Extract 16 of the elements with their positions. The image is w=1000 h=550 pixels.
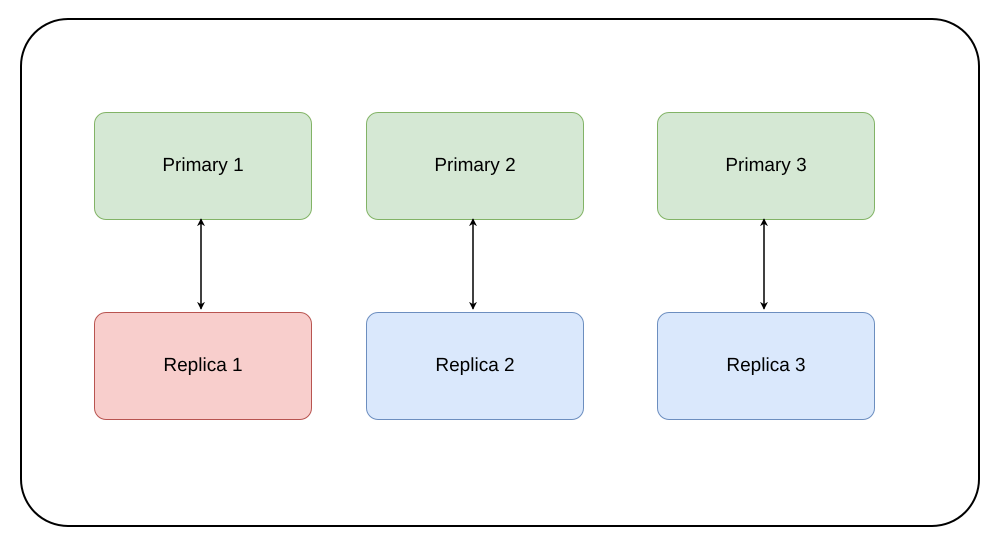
- node-box: [657, 312, 875, 420]
- container-box: [20, 18, 980, 527]
- node-label: Primary 1: [162, 154, 244, 178]
- node-label: Primary 3: [725, 154, 807, 178]
- node-box: [657, 112, 875, 220]
- node-box: [94, 112, 312, 220]
- arrow: [760, 218, 768, 310]
- node-label: Replica 2: [435, 354, 515, 378]
- node-box: [366, 312, 584, 420]
- arrow: [469, 218, 477, 310]
- node-label: Primary 2: [434, 154, 516, 178]
- node-box: [366, 112, 584, 220]
- arrow: [197, 218, 205, 310]
- node-box: [94, 312, 312, 420]
- node-label: Replica 1: [163, 354, 243, 378]
- node-label: Replica 3: [726, 354, 806, 378]
